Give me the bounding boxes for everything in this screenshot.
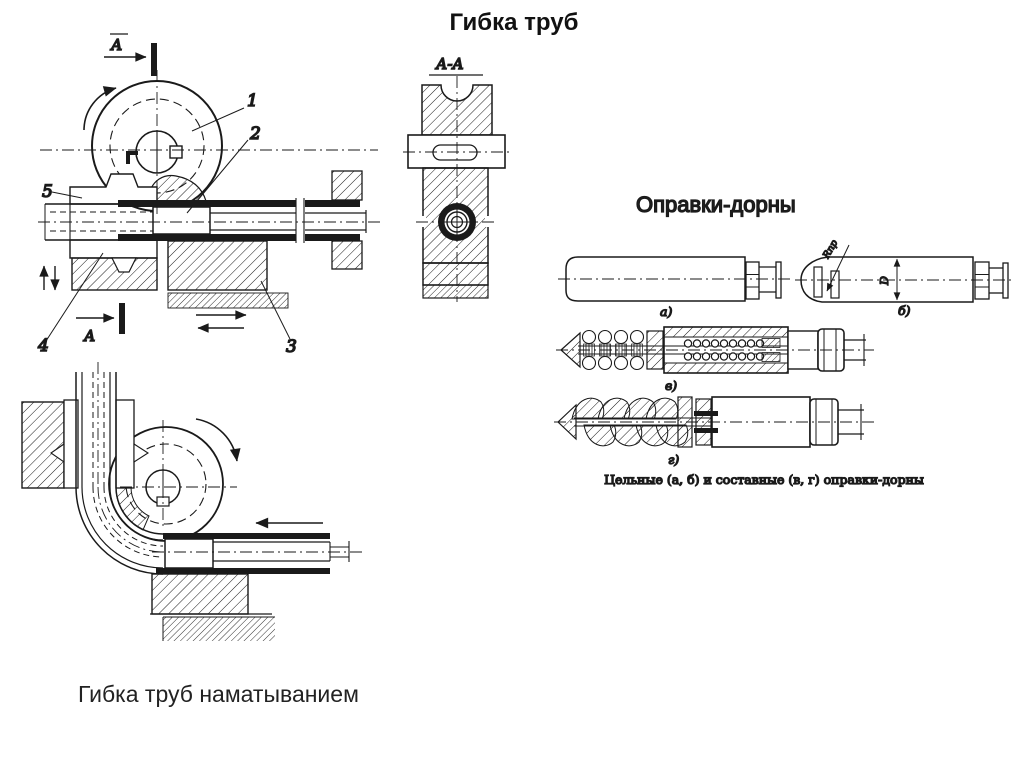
lower-die-section-2 <box>422 262 489 286</box>
upper-clamp <box>69 173 158 205</box>
part-label-2: 2 <box>249 124 261 144</box>
section-marker-top-label: А <box>110 36 122 54</box>
bend-wheel-pitch-2 <box>125 443 207 525</box>
mandrel-v-label: в) <box>665 378 677 393</box>
support-block <box>167 240 268 291</box>
mandrel-a-label: а) <box>660 304 672 319</box>
clamp-notch-right <box>133 442 150 464</box>
section-tick-top <box>151 43 157 76</box>
mandrel-v: в) <box>556 326 874 394</box>
section-tick-bottom <box>119 303 125 334</box>
hub-mark <box>126 151 138 164</box>
part-label-1: 1 <box>247 91 258 111</box>
segment-discs <box>581 329 645 371</box>
pipe-wall-bottom <box>118 234 360 241</box>
bottom-caption: Гибка труб наматыванием <box>78 681 359 707</box>
part-label-5: 5 <box>42 182 53 202</box>
section-view-label: А-А <box>435 55 464 73</box>
clamp-block-left <box>21 401 65 489</box>
pipe-wall-top-2 <box>163 533 330 539</box>
hub-notch <box>156 496 170 507</box>
section-view-drawing: А-А <box>403 54 510 302</box>
section-marker-bottom-label: А <box>83 327 95 345</box>
page-title: Гибка труб <box>450 9 579 36</box>
mandrel-g-label: г) <box>668 452 679 467</box>
lower-clamp <box>69 239 158 259</box>
slot <box>432 144 478 161</box>
right-wall-lower <box>331 240 363 270</box>
lower-clamp-notch <box>111 257 137 273</box>
hub-key <box>169 145 183 159</box>
part-label-4: 4 <box>37 336 49 356</box>
mandrel-a: а) <box>558 256 792 320</box>
support-base <box>167 292 289 309</box>
bottom-drawing <box>21 362 362 641</box>
mandrels-caption: Цельные (а, б) и составные (в, г) оправк… <box>604 472 924 487</box>
lower-die-base <box>422 284 489 299</box>
mandrel-b-label: б) <box>898 303 911 318</box>
mandrels-heading: Оправки-дорны <box>636 192 796 217</box>
rotation-arrow-2 <box>195 418 241 462</box>
part-label-3: 3 <box>286 337 297 357</box>
mandrel-head-2 <box>164 538 214 569</box>
mandrel-b: Rпр D б) <box>795 238 1015 319</box>
rotation-arrow <box>83 86 117 131</box>
support-block-2 <box>151 573 249 615</box>
diameter-dim-label: D <box>878 276 891 286</box>
clamp-plate-left <box>63 399 79 489</box>
mandrel-head <box>152 206 211 235</box>
clamp-plate-right <box>115 399 135 489</box>
top-drawing: А А 1 2 3 4 5 <box>36 33 380 358</box>
right-wall-upper <box>331 170 363 201</box>
pipe-wall-bottom-2 <box>156 568 330 574</box>
ground-hatch <box>163 617 275 641</box>
spring-coils <box>683 339 765 361</box>
mandrels-panel: Оправки-дорны а) Rпр D <box>554 191 1015 488</box>
mandrel-g: г) <box>554 396 876 468</box>
ball-segments <box>571 397 689 447</box>
pipe-wall-top <box>118 200 360 207</box>
